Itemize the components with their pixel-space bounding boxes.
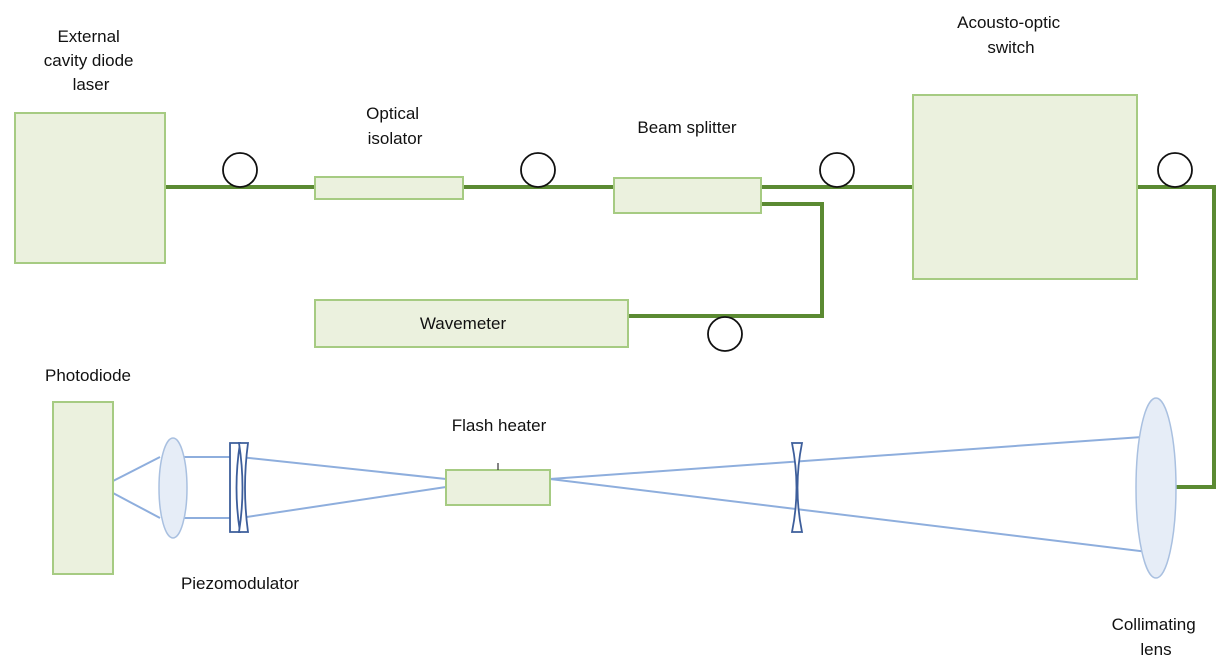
flash-heater-box [445, 469, 551, 506]
label-beam-splitter: Beam splitter [637, 118, 737, 137]
beam-upper-collimator-to-heater [549, 435, 1157, 480]
piezo-mirror-right [237, 442, 250, 533]
wavemeter-box [314, 299, 629, 348]
acousto-optic-switch-box [912, 94, 1138, 280]
label-photodiode: Photodiode [45, 366, 131, 385]
beam-splitter [613, 177, 762, 214]
focusing-lens [158, 437, 188, 539]
beam-lens-to-photodiode-lower [112, 492, 161, 519]
laser-box [14, 112, 166, 264]
beam-lower-collimator-to-heater [549, 478, 1157, 554]
fiber-coil-1 [222, 152, 258, 188]
piezo-mirror-left [229, 442, 242, 533]
label-flash-heater: Flash heater [452, 416, 547, 435]
label-acousto-optic-switch: Acousto-optic switch [957, 13, 1065, 57]
beam-heater-to-mirror-upper [239, 456, 447, 480]
fiber-coils [222, 152, 1193, 352]
label-piezomodulator: Piezomodulator [181, 574, 299, 593]
label-collimating-lens: Collimating lens [1112, 615, 1201, 659]
piezomodulator-mirrors [229, 442, 250, 533]
collimating-lens [1135, 397, 1177, 579]
label-wavemeter: Wavemeter [420, 314, 507, 333]
fiber-coil-2 [520, 152, 556, 188]
beam-lens-to-photodiode-upper [112, 456, 161, 482]
free-space-beams [112, 435, 1157, 554]
label-optical-isolator: Optical isolator [366, 104, 424, 148]
photodiode-box [52, 401, 114, 575]
beam-heater-to-mirror-lower [239, 486, 447, 519]
fiber-coil-5 [707, 316, 743, 352]
cavity-mirror-right [790, 442, 804, 533]
optical-isolator [314, 176, 464, 200]
fiber-coil-3 [819, 152, 855, 188]
label-laser: External cavity diode laser [44, 27, 139, 94]
fiber-coil-4 [1157, 152, 1193, 188]
fiber-splitter-to-wavemeter [628, 202, 824, 318]
